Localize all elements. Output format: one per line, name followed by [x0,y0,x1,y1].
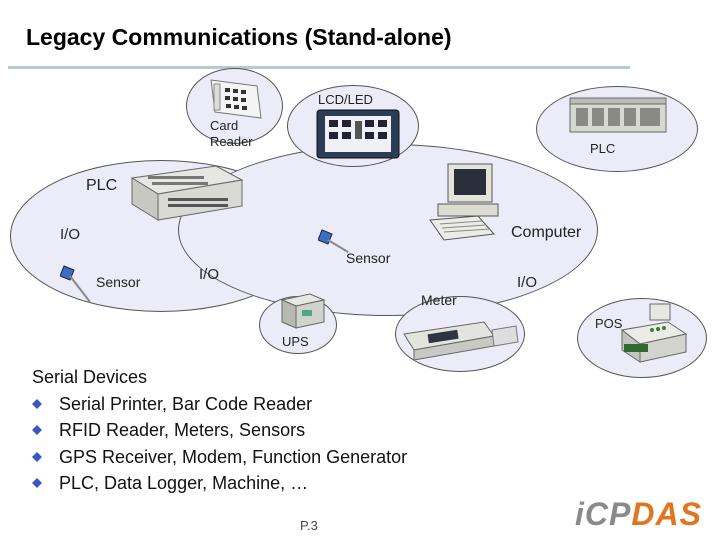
slide-title: Legacy Communications (Stand-alone) [26,24,452,50]
diamond-bullet-icon [32,451,42,462]
diamond-bullet-icon [32,425,42,435]
label-card-reader: Card Reader [210,118,253,149]
serial-devices-list: Serial Devices Serial Printer, Bar Code … [32,364,407,497]
card-reader-icon [210,79,262,119]
plc-main-icon [130,165,244,221]
serial-devices-heading: Serial Devices [32,367,148,387]
label-plc-top: PLC [590,141,616,156]
sensor-left-icon [60,265,91,303]
logo-part-1: iCP [575,496,632,532]
label-sensor-right: Sensor [346,250,391,266]
label-io-left: I/O [60,226,81,243]
computer-icon [429,163,499,241]
page-number: P.3 [300,518,318,533]
company-logo: iCPDAS [575,496,702,533]
label-ups: UPS [282,334,309,349]
list-item: RFID Reader, Meters, Sensors [32,417,407,444]
label-plc-main: PLC [86,177,118,194]
list-item-text: PLC, Data Logger, Machine, … [59,473,309,493]
central-device-ellipse [178,144,598,316]
list-item-text: GPS Receiver, Modem, Function Generator [59,446,408,467]
label-sensor-left: Sensor [96,274,141,290]
ups-icon [280,293,326,329]
list-item: Serial Printer, Bar Code Reader [32,391,407,418]
meter-icon [403,321,519,360]
label-meter: Meter [421,292,457,308]
label-io-mid: I/O [199,266,220,283]
title-divider [8,66,630,69]
list-item-text: Serial Printer, Bar Code Reader [59,393,313,414]
list-item: GPS Receiver, Modem, Function Generator [32,444,407,471]
pos-icon [620,303,688,363]
label-computer: Computer [511,224,582,241]
lcd-panel-icon [316,109,400,159]
list-item-text: RFID Reader, Meters, Sensors [59,420,306,440]
label-io-right: I/O [517,274,538,291]
list-item: PLC, Data Logger, Machine, … [32,470,407,497]
label-lcd-led: LCD/LED [318,92,373,107]
diamond-bullet-icon [32,478,42,488]
diamond-bullet-icon [32,398,42,409]
logo-part-2: DAS [631,496,702,532]
plc-top-icon [569,97,667,133]
sensor-right-icon [318,229,349,253]
label-pos: POS [595,316,623,331]
